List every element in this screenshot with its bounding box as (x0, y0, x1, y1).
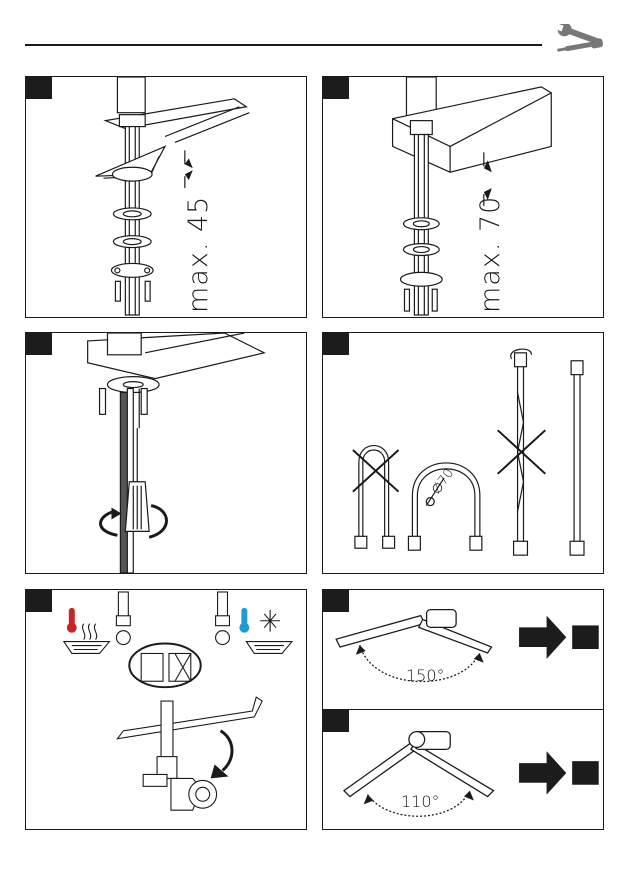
wrench-screwdriver-icon (553, 24, 605, 60)
step-panel-7: 110° (322, 709, 604, 830)
step-panel-6: 150° (322, 589, 604, 711)
cold-thermometer-icon (239, 608, 249, 633)
step-panel-5 (25, 589, 307, 830)
rotation-angle-label: 110° (401, 792, 440, 811)
step-panel-1: max. 45 (25, 76, 307, 318)
next-step-arrow-icon (519, 616, 566, 659)
screwdriver-tightening-illustration (26, 333, 306, 573)
hose-bending-illustration (323, 333, 603, 573)
max-distance-label: max. 70 (475, 196, 506, 313)
faucet-mounting-illustration (26, 77, 306, 317)
rotation-angle-label: 150° (406, 666, 445, 685)
step-panel-2: max. 70 (322, 76, 604, 318)
step-panel-3 (25, 332, 307, 574)
hot-thermometer-icon (67, 608, 77, 633)
header-rule (25, 44, 542, 46)
hose-connection-illustration (26, 590, 306, 829)
next-step-square (572, 761, 599, 785)
spout-rotation-110-illustration (323, 710, 603, 829)
faucet-mounting-thick-countertop-illustration (323, 77, 603, 317)
max-distance-label: max. 45 (183, 196, 214, 313)
spout-rotation-150-illustration (323, 590, 603, 710)
next-step-arrow-icon (519, 751, 566, 794)
next-step-square (572, 625, 599, 649)
step-panel-4: ∅70 (322, 332, 604, 574)
